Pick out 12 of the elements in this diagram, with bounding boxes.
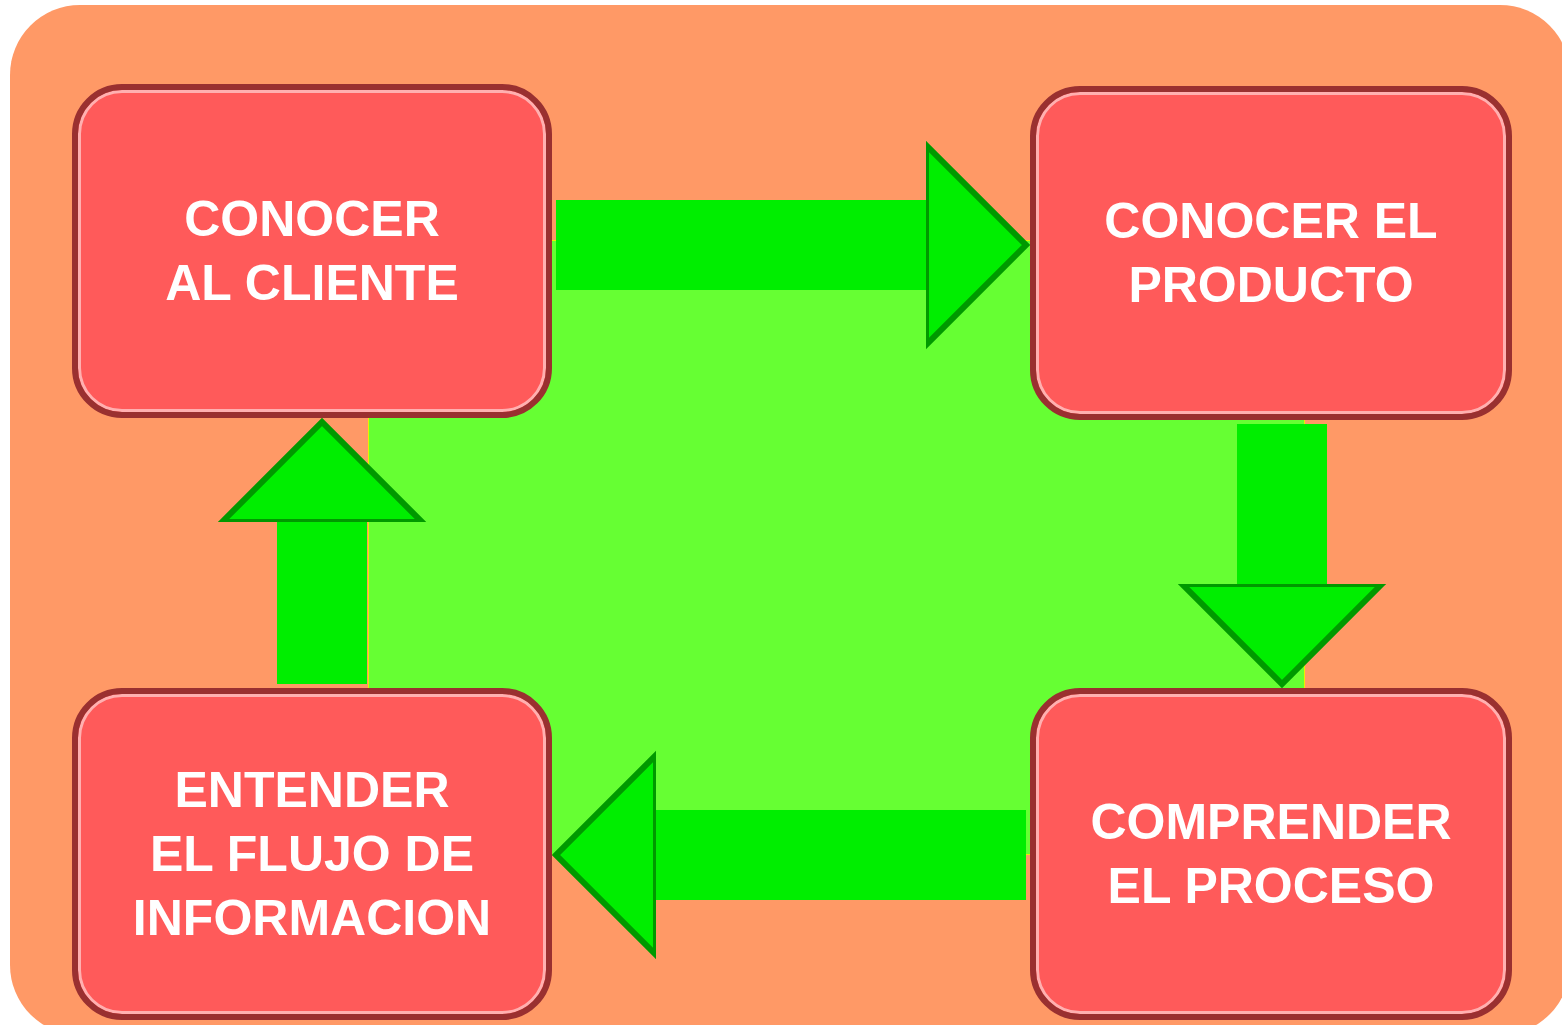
process-box xyxy=(72,84,552,418)
process-box xyxy=(72,688,552,1020)
block-arrow xyxy=(219,419,425,684)
box-label: CONOCER AL CLIENTE xyxy=(164,190,460,313)
box-label: CONOCER EL PRODUCTO xyxy=(1103,192,1439,315)
block-arrow xyxy=(553,752,1026,958)
process-box xyxy=(1030,86,1512,420)
process-box xyxy=(1030,688,1512,1020)
block-arrow xyxy=(556,142,1029,348)
box-label: COMPRENDER EL PROCESO xyxy=(1089,793,1453,916)
box-label: ENTENDER EL FLUJO DE INFORMACION xyxy=(131,761,493,948)
block-arrow xyxy=(1179,424,1385,687)
